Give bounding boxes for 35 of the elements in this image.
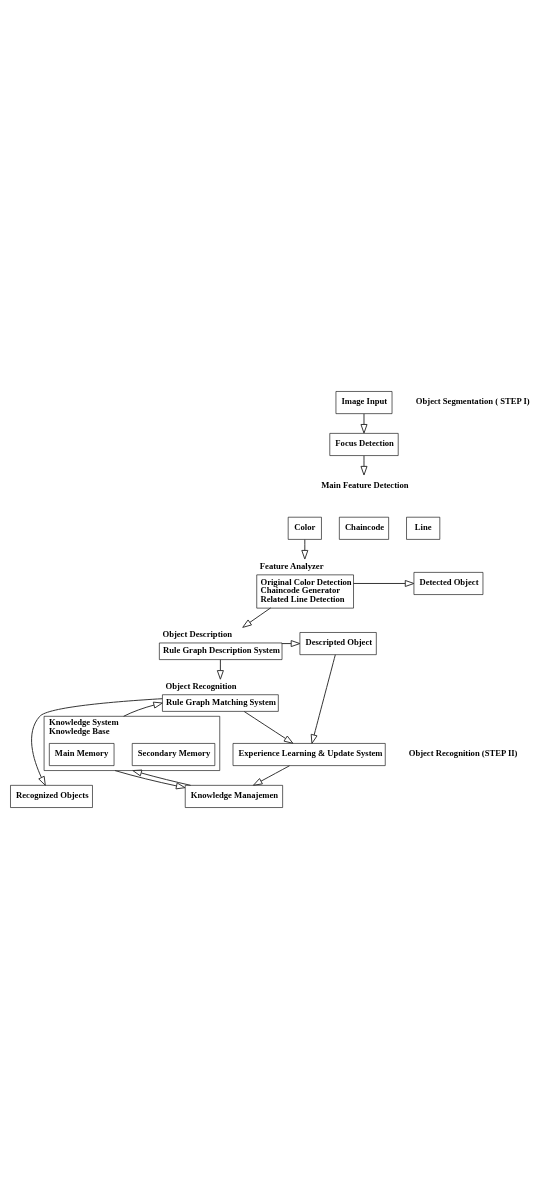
label: Object Recognition (STEP II) xyxy=(408,747,518,758)
arrow xyxy=(360,412,368,434)
arrow xyxy=(360,454,368,475)
arrow xyxy=(31,697,163,786)
node-box: Detected Object xyxy=(413,571,484,595)
arrow xyxy=(310,653,336,744)
node-box: Color xyxy=(287,516,322,540)
arrow xyxy=(114,769,186,789)
node-box: Focus Detection xyxy=(329,432,399,456)
arrow xyxy=(243,710,294,744)
arrow xyxy=(301,538,309,560)
node-box: Line xyxy=(406,516,441,540)
node-box: Recognized Objects xyxy=(10,784,93,808)
node-box: Chaincode xyxy=(339,516,389,540)
arrow xyxy=(281,639,301,647)
arrow xyxy=(216,658,224,680)
node-label: Feature Analyzer xyxy=(259,560,324,571)
node-box: Main Memory xyxy=(49,742,115,766)
node-box: Rule Graph Description System xyxy=(159,642,283,660)
node-box: Descripted Object xyxy=(299,631,377,655)
arrow xyxy=(123,701,163,717)
node-label: Object Description xyxy=(162,628,233,639)
node-text: Main Feature Detection xyxy=(321,479,409,490)
arrow xyxy=(252,764,291,786)
arrow xyxy=(242,606,272,628)
node-box: Image Input xyxy=(335,390,393,414)
node-box: Secondary Memory xyxy=(131,742,216,766)
arrow xyxy=(352,579,415,587)
node-label: Object Recognition xyxy=(165,680,237,691)
node-box: Experience Learning & Update System xyxy=(232,742,386,766)
node-box: Original Color Detection Chaincode Generator Related Line Detection xyxy=(256,574,354,608)
node-box: Rule Graph Matching System xyxy=(162,693,279,712)
arrow xyxy=(132,769,192,786)
label: Object Segmentation ( STEP I) xyxy=(415,395,530,406)
node-box: Knowledge Manajemen xyxy=(184,784,283,808)
